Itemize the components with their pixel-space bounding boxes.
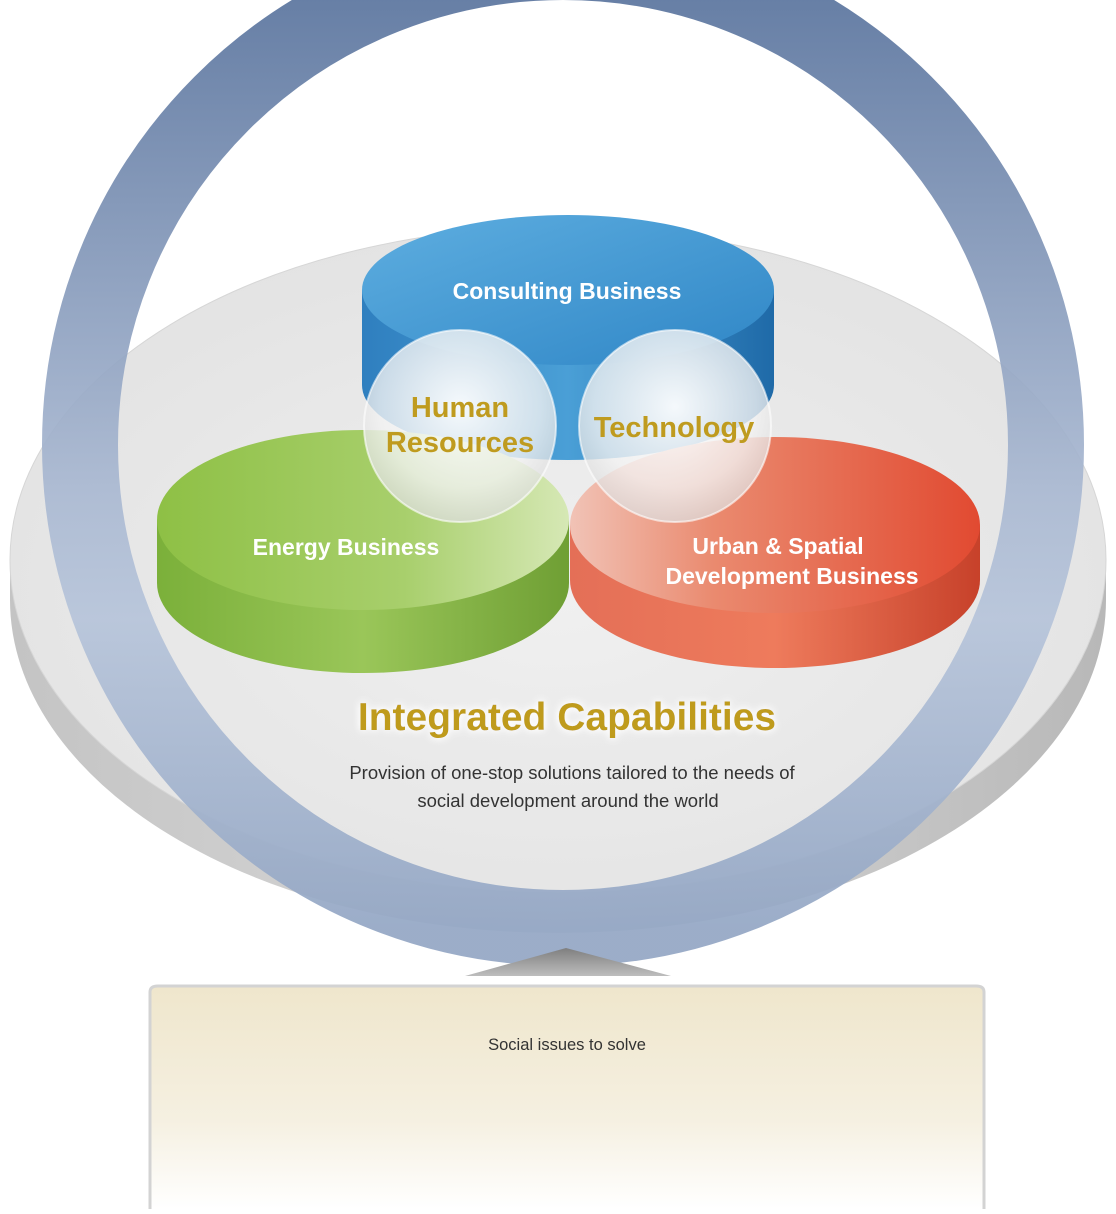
human-resources-bubble bbox=[363, 329, 557, 523]
integrated-capabilities-title: Integrated Capabilities bbox=[358, 696, 776, 739]
social-issues-label: Social issues to solve bbox=[488, 1036, 646, 1054]
social-issues-box bbox=[148, 984, 986, 1209]
energy-business-label: Energy Business bbox=[253, 534, 440, 560]
description-line1: Provision of one-stop solutions tailored… bbox=[349, 762, 795, 783]
consulting-business-label: Consulting Business bbox=[453, 278, 682, 304]
human-resources-label-line2: Resources bbox=[386, 427, 534, 459]
consulting-engineering-ring bbox=[42, 0, 1084, 966]
urban-business-label-line2: Development Business bbox=[665, 563, 918, 589]
up-arrow-icon bbox=[465, 948, 671, 976]
technology-bubble bbox=[578, 329, 772, 523]
technology-label: Technology bbox=[594, 412, 755, 444]
urban-business-label-line1: Urban & Spatial bbox=[692, 533, 863, 559]
human-resources-label-line1: Human bbox=[411, 392, 509, 424]
ring-label: Consulting & Engineering bbox=[415, 20, 705, 67]
description-line2: social development around the world bbox=[417, 790, 718, 811]
